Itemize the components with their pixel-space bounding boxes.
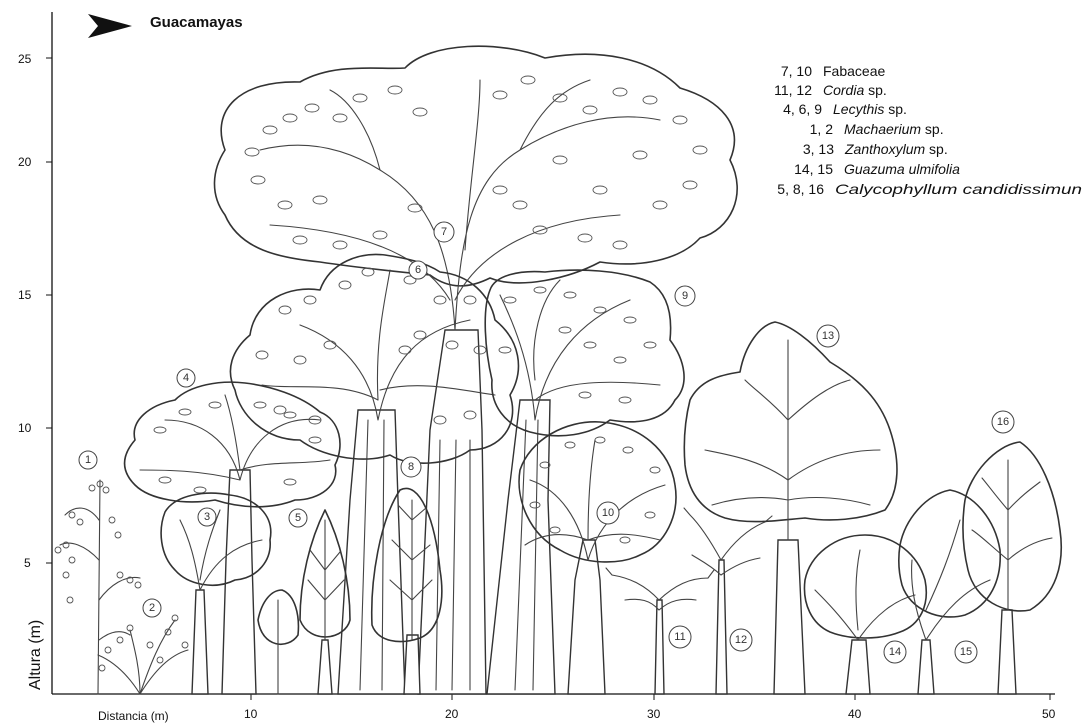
svg-text:4: 4 xyxy=(183,372,189,384)
tree-14 xyxy=(804,535,926,694)
tree-16 xyxy=(963,442,1061,694)
tree-badge-14: 14 xyxy=(884,641,906,663)
x-axis-title: Distancia (m) xyxy=(98,709,169,723)
tree-badge-12: 12 xyxy=(730,629,752,651)
svg-text:14: 14 xyxy=(889,646,901,658)
svg-text:Fabaceae: Fabaceae xyxy=(823,63,885,79)
svg-text:5, 8, 16: 5, 8, 16 xyxy=(777,181,824,197)
svg-text:Calycophyllum candidissimun: Calycophyllum candidissimun xyxy=(835,181,1082,197)
legend-entry: 7, 10 Fabaceae xyxy=(781,63,886,79)
tree-11 xyxy=(606,568,714,694)
svg-text:7, 10: 7, 10 xyxy=(781,63,812,79)
tree-badge-1: 1 xyxy=(79,451,97,469)
svg-text:11, 12: 11, 12 xyxy=(774,82,812,98)
svg-text:3: 3 xyxy=(204,511,210,523)
tree-badge-3: 3 xyxy=(198,508,216,526)
tree-1 xyxy=(55,480,141,694)
tree-badge-7: 7 xyxy=(434,222,454,242)
tree-2 xyxy=(98,615,188,694)
tree-badge-15: 15 xyxy=(955,641,977,663)
legend-entry: 4, 6, 9 Lecythis sp. xyxy=(783,101,907,117)
y-tick-label: 15 xyxy=(18,288,32,302)
tree-badge-6: 6 xyxy=(409,261,427,279)
y-tick-label: 25 xyxy=(18,52,32,66)
diagram-title: Guacamayas xyxy=(150,14,243,31)
x-tick-label: 20 xyxy=(445,707,459,721)
x-tick-label: 50 xyxy=(1042,707,1056,721)
legend-entry: 11, 12 Cordia sp. xyxy=(774,82,887,98)
tree-5 xyxy=(258,510,350,694)
svg-text:9: 9 xyxy=(682,290,688,302)
arrow-right-icon xyxy=(88,14,132,38)
svg-text:8: 8 xyxy=(408,461,414,473)
tree-15 xyxy=(899,490,1001,694)
tree-badge-9: 9 xyxy=(675,286,695,306)
svg-text:10: 10 xyxy=(602,507,614,519)
tree-badge-4: 4 xyxy=(177,369,195,387)
legend-entry: 3, 13 Zanthoxylum sp. xyxy=(803,141,948,157)
x-tick-label: 40 xyxy=(848,707,862,721)
svg-text:1, 2: 1, 2 xyxy=(810,121,834,137)
tree-badge-2: 2 xyxy=(143,599,161,617)
y-tick-label: 5 xyxy=(24,556,31,570)
svg-text:1: 1 xyxy=(85,454,91,466)
x-tick-label: 10 xyxy=(244,707,258,721)
svg-text:13: 13 xyxy=(822,330,834,342)
svg-text:Zanthoxylum sp.: Zanthoxylum sp. xyxy=(844,141,948,157)
species-legend: 7, 10 Fabaceae 11, 12 Cordia sp. 4, 6, 9… xyxy=(774,63,1082,197)
svg-text:11: 11 xyxy=(674,631,685,643)
svg-text:14, 15: 14, 15 xyxy=(794,161,833,177)
y-tick-label: 20 xyxy=(18,155,32,169)
legend-entry: 1, 2 Machaerium sp. xyxy=(810,121,944,137)
svg-text:5: 5 xyxy=(295,512,301,524)
svg-text:3, 13: 3, 13 xyxy=(803,141,834,157)
svg-text:Lecythis sp.: Lecythis sp. xyxy=(833,101,907,117)
tree-7 xyxy=(214,46,737,694)
svg-text:Machaerium sp.: Machaerium sp. xyxy=(844,121,944,137)
legend-entry: 5, 8, 16 Calycophyllum candidissimun xyxy=(777,181,1082,197)
svg-text:Cordia sp.: Cordia sp. xyxy=(823,82,887,98)
svg-text:7: 7 xyxy=(441,226,447,238)
tree-badge-5: 5 xyxy=(289,509,307,527)
svg-text:16: 16 xyxy=(997,416,1009,428)
svg-text:6: 6 xyxy=(415,264,421,276)
tree-badge-10: 10 xyxy=(597,502,619,524)
y-tick-label: 10 xyxy=(18,421,32,435)
svg-text:15: 15 xyxy=(960,646,972,658)
tree-badge-13: 13 xyxy=(817,325,839,347)
svg-text:Guazuma ulmifolia: Guazuma ulmifolia xyxy=(844,161,960,177)
y-axis-title: Altura (m) xyxy=(27,620,44,690)
tree-4 xyxy=(124,382,340,694)
legend-entry: 14, 15 Guazuma ulmifolia xyxy=(794,161,960,177)
svg-text:12: 12 xyxy=(735,634,747,646)
svg-text:4, 6, 9: 4, 6, 9 xyxy=(783,101,822,117)
x-tick-label: 30 xyxy=(647,707,661,721)
svg-text:2: 2 xyxy=(149,602,155,614)
tree-badge-16: 16 xyxy=(992,411,1014,433)
tree-12 xyxy=(684,508,772,694)
tree-badge-11: 11 xyxy=(669,626,691,648)
tree-badge-8: 8 xyxy=(401,457,421,477)
